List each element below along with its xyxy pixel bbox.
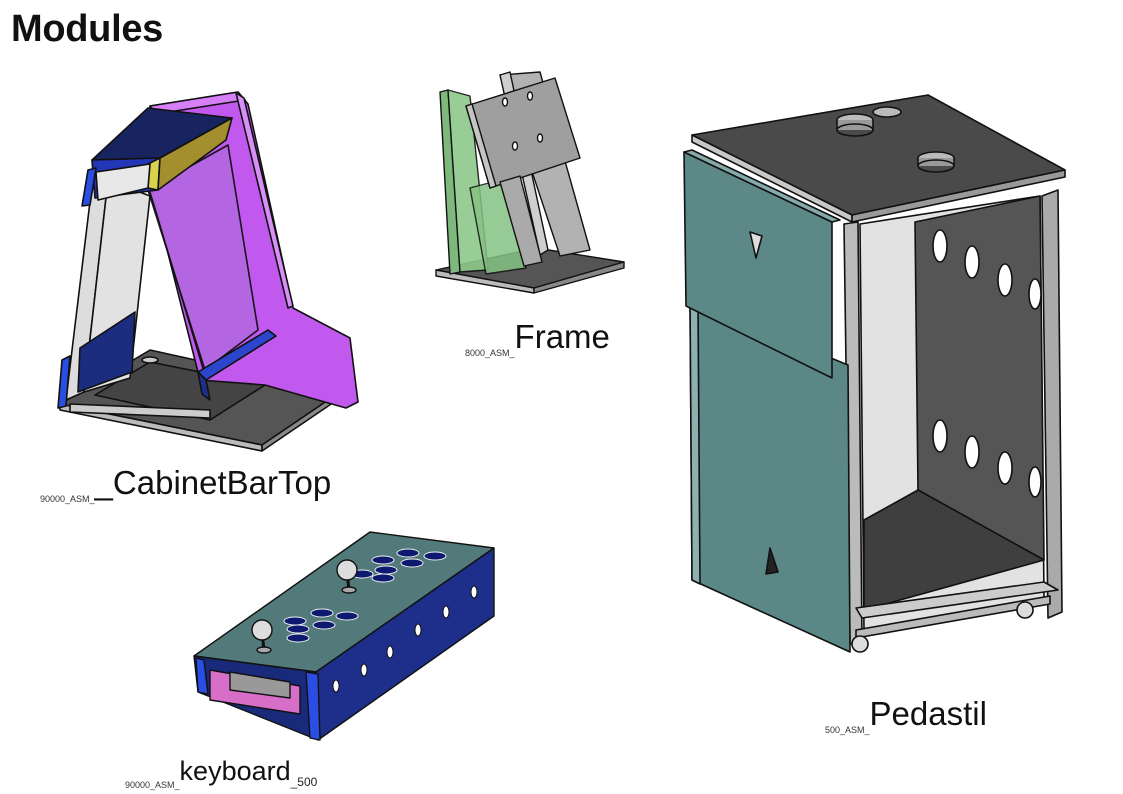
frame-caption-name: Frame [514, 318, 610, 355]
frame-model [435, 71, 625, 294]
frame-caption: 8000_ASM_Frame [465, 320, 610, 358]
keyboard-caption-suffix: _500 [290, 775, 318, 789]
keyboard-caption: 90000_ASM_keyboard_500 [125, 758, 317, 790]
page-title: Modules [11, 8, 164, 50]
cabinet-caption: 90000_ASM__CabinetBarTop [40, 466, 331, 504]
pedastil-caption-prefix: 500_ASM_ [825, 725, 870, 735]
keyboard-caption-prefix: 90000_ASM_ [125, 780, 180, 790]
pedastil-model [683, 94, 1066, 653]
pedastil-caption-name: Pedastil [869, 695, 987, 732]
cabinet-bartop-model [57, 91, 359, 452]
cabinet-caption-prefix: 90000_ASM_ [40, 494, 95, 504]
cabinet-caption-name: _CabinetBarTop [94, 464, 332, 501]
keyboard-caption-name: keyboard [179, 756, 291, 786]
frame-caption-prefix: 8000_ASM_ [465, 348, 515, 358]
pedastil-caption: 500_ASM_Pedastil [825, 697, 987, 735]
keyboard-model [193, 531, 495, 741]
